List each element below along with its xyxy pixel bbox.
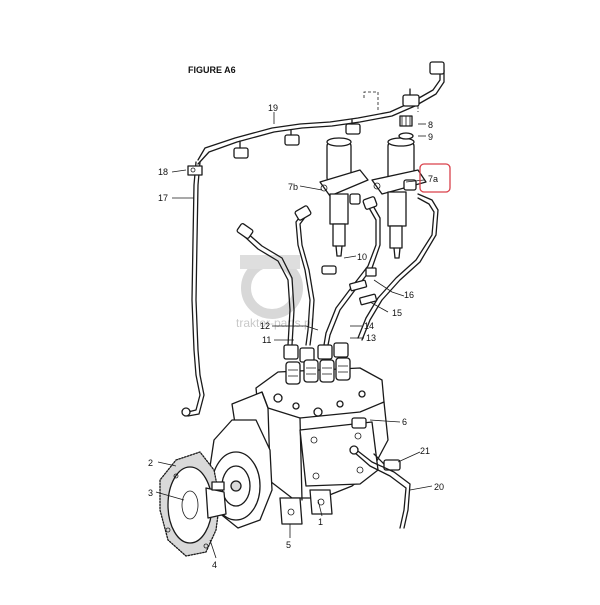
injector-pipes — [236, 193, 439, 363]
callout-4: 4 — [212, 560, 217, 570]
callout-17: 17 — [158, 193, 168, 203]
callout-18: 18 — [158, 167, 168, 177]
callout-7a: 7a — [428, 174, 438, 184]
callout-labels: 1 2 3 4 5 6 7a 7b 8 9 10 11 12 13 14 15 … — [148, 103, 444, 570]
figure-title: FIGURE A6 — [188, 65, 236, 75]
callout-21: 21 — [420, 446, 430, 456]
callout-16: 16 — [404, 290, 414, 300]
highlight-box-7a — [419, 163, 451, 193]
callout-11: 11 — [262, 335, 271, 345]
callout-20: 20 — [434, 482, 444, 492]
watermark-text: traktor-parts.pl — [236, 316, 313, 330]
drive-assembly — [159, 451, 227, 557]
callout-13: 13 — [366, 333, 376, 343]
watermark: traktor-parts.pl — [236, 255, 313, 330]
callout-12: 12 — [260, 321, 270, 331]
callout-1: 1 — [318, 517, 323, 527]
callout-5: 5 — [286, 540, 291, 550]
callout-9: 9 — [428, 132, 433, 142]
callout-8: 8 — [428, 120, 433, 130]
callout-14: 14 — [364, 321, 374, 331]
injector-7b — [319, 137, 369, 257]
callout-3: 3 — [148, 488, 153, 498]
leader-lines — [155, 112, 433, 559]
delivery-valves — [285, 357, 351, 385]
injector-7a — [371, 115, 427, 259]
injection-pump — [207, 357, 411, 529]
callout-6: 6 — [402, 417, 407, 427]
leak-off-pipe — [181, 61, 445, 417]
banjo-fitting — [233, 61, 445, 159]
callout-2: 2 — [148, 458, 153, 468]
callout-7b: 7b — [288, 182, 298, 192]
callout-10: 10 — [357, 252, 367, 262]
callout-15: 15 — [392, 308, 402, 318]
callout-19: 19 — [268, 103, 278, 113]
